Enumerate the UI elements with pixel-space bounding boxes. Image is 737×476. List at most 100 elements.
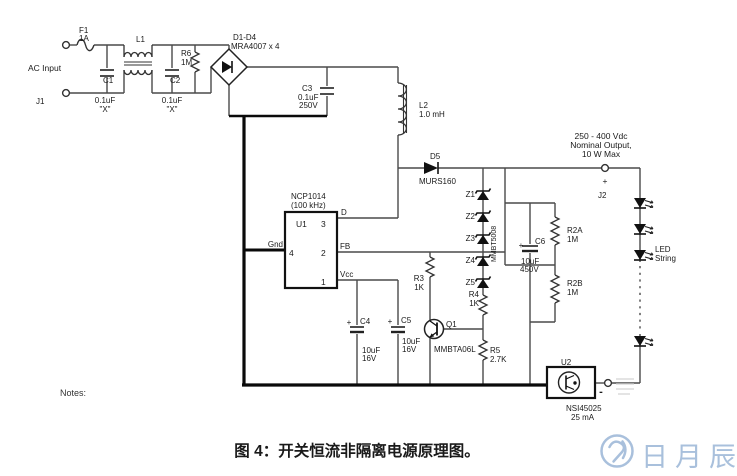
r2a-label: R2A — [567, 226, 583, 235]
cap-c3 — [320, 87, 334, 95]
j1-label: J1 — [36, 97, 45, 106]
z2-label: Z2 — [466, 212, 476, 221]
cap-c6 — [522, 245, 538, 253]
bridge-part-label: MRA4007 x 4 — [231, 42, 280, 51]
transistor-q1 — [423, 318, 445, 340]
choke-l1 — [123, 45, 153, 76]
c1-class: "X" — [99, 105, 110, 114]
d5-label: D5 — [430, 152, 441, 161]
c4-plus: + — [347, 318, 352, 327]
r5-label: R5 — [490, 346, 501, 355]
fb-pin-label: FB — [340, 242, 350, 251]
r2a-value: 1M — [567, 235, 578, 244]
u1-freq-label: (100 kHz) — [291, 201, 326, 210]
led-3 — [633, 249, 654, 261]
l2-label: L2 — [419, 101, 428, 110]
c3-volt: 250V — [299, 101, 318, 110]
watermark-text: 日月辰 — [641, 442, 737, 473]
u1-part-label: NCP1014 — [291, 192, 326, 201]
c5-value: 10uF — [402, 337, 420, 346]
z1-label: Z1 — [466, 190, 476, 199]
wire-segments — [69, 44, 641, 385]
led-string — [633, 197, 654, 347]
u1-pin3: 3 — [321, 219, 326, 229]
cap-c4 — [350, 326, 364, 334]
r3-label: R3 — [414, 274, 425, 283]
c6-plus: + — [519, 241, 524, 250]
notes-label: Notes: — [60, 388, 86, 398]
ic-u1-box — [283, 210, 339, 290]
res-r4 — [477, 294, 489, 316]
c4-value: 10uF — [362, 346, 380, 355]
res-r5 — [477, 339, 489, 361]
terminal-j2-plus — [600, 163, 610, 173]
led-4 — [633, 335, 654, 347]
r4-value: 1K — [469, 299, 479, 308]
z4-label: Z4 — [466, 256, 476, 265]
j2-minus-label: - — [599, 386, 603, 398]
d5-part-label: MURS160 — [419, 177, 456, 186]
c1-value: 0.1uF — [95, 96, 116, 105]
f1-label: F1 — [79, 26, 89, 35]
res-r2b — [549, 274, 561, 304]
vcc-pin-label: Vcc — [340, 270, 353, 279]
c4-label: C4 — [360, 317, 371, 326]
f1-value: 1A — [79, 34, 89, 43]
zener-part-label: MMBT5008 — [491, 226, 498, 262]
u2-part-label: NSI45025 — [566, 404, 602, 413]
ccr-u2-symbol — [557, 371, 581, 394]
z5-label: Z5 — [466, 278, 476, 287]
bridge-ref-label: D1-D4 — [233, 33, 257, 42]
c2-label: C2 — [170, 76, 181, 85]
bridge-d1-d4 — [209, 47, 249, 87]
zener-z3 — [474, 231, 492, 245]
output-spec-line3: 10 W Max — [582, 149, 621, 159]
res-r3 — [424, 256, 436, 278]
u1-ref-label: U1 — [296, 219, 307, 229]
u1-pin1: 1 — [321, 277, 326, 287]
d-pin-label: D — [341, 208, 347, 217]
zener-z2 — [474, 209, 492, 223]
c6-label: C6 — [535, 237, 546, 246]
l2-value: 1.0 mH — [419, 110, 445, 119]
c5-volt: 16V — [402, 345, 417, 354]
cap-c1 — [100, 69, 114, 77]
ground-bus — [229, 114, 547, 387]
c6-value: 10uF — [521, 257, 539, 266]
c2-value: 0.1uF — [162, 96, 183, 105]
c3-value: 0.1uF — [298, 93, 319, 102]
l1-label: L1 — [136, 35, 145, 44]
c1-label: C1 — [103, 76, 114, 85]
stamp-artifact — [616, 378, 634, 395]
r4-label: R4 — [469, 290, 480, 299]
j2-plus-label: + — [603, 176, 608, 186]
c4-volt: 16V — [362, 354, 377, 363]
diode-d5 — [424, 162, 439, 174]
output-spec-line2: Nominal Output, — [570, 140, 631, 150]
r6-value: 1M — [181, 58, 192, 67]
z3-label: Z3 — [466, 234, 476, 243]
led-2 — [633, 223, 654, 235]
q1-part-label: MMBTA06L — [434, 345, 476, 354]
figure-caption: 图 4：开关恒流非隔离电源原理图。 — [234, 441, 479, 460]
c5-label: C5 — [401, 316, 412, 325]
watermark-logo — [600, 434, 634, 468]
gnd-pin-label: Gnd — [268, 240, 283, 249]
output-spec-line1: 250 - 400 Vdc — [575, 131, 629, 141]
ind-l2 — [397, 82, 408, 136]
q1-label: Q1 — [446, 320, 457, 329]
zener-z1 — [474, 187, 492, 201]
c3-label: C3 — [302, 84, 313, 93]
u2-label: U2 — [561, 358, 572, 367]
zener-z5 — [474, 275, 492, 289]
r2b-value: 1M — [567, 288, 578, 297]
zener-z4 — [474, 253, 492, 267]
fuse-f1 — [76, 38, 95, 52]
terminal-j1-bottom — [61, 88, 71, 98]
u1-pin2: 2 — [321, 248, 326, 258]
res-r2a — [549, 216, 561, 246]
terminal-j2-minus — [603, 378, 613, 388]
u2-value-label: 25 mA — [571, 413, 595, 422]
